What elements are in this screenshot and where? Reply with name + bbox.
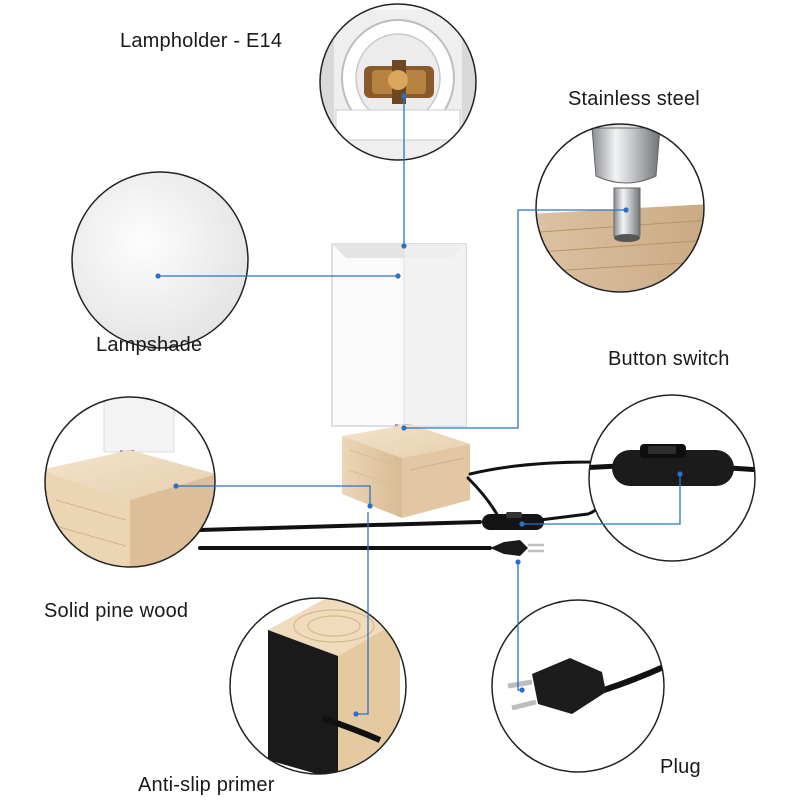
button-switch-detail [588,394,756,562]
label-plug: Plug [660,756,701,778]
stainless-steel-detail [535,123,705,293]
leader-button-switch [522,474,681,525]
pine-wood-detail [44,396,216,568]
label-anti-slip-primer: Anti-slip primer [138,774,275,796]
lamp-base [342,424,470,518]
leader-pine-wood [176,485,371,506]
plug-detail [491,599,665,773]
label-lampshade: Lampshade [96,334,203,356]
label-solid-pine-wood: Solid pine wood [44,600,189,622]
anti-slip-primer-detail [229,597,407,775]
leader-stainless-steel [404,209,626,429]
leader-dots [155,93,683,717]
label-lampholder: Lampholder - E14 [120,30,283,52]
inline-switch-button [506,512,522,518]
inline-plug [490,540,544,556]
inline-switch [482,514,544,530]
label-stainless-steel: Stainless steel [568,88,700,110]
lampshade-detail [71,171,249,349]
leader-anti-slip-primer [356,512,369,715]
lampholder-detail [319,3,477,161]
lamp-shade [331,243,467,427]
leader-lines [158,96,681,715]
label-button-switch: Button switch [608,348,730,370]
